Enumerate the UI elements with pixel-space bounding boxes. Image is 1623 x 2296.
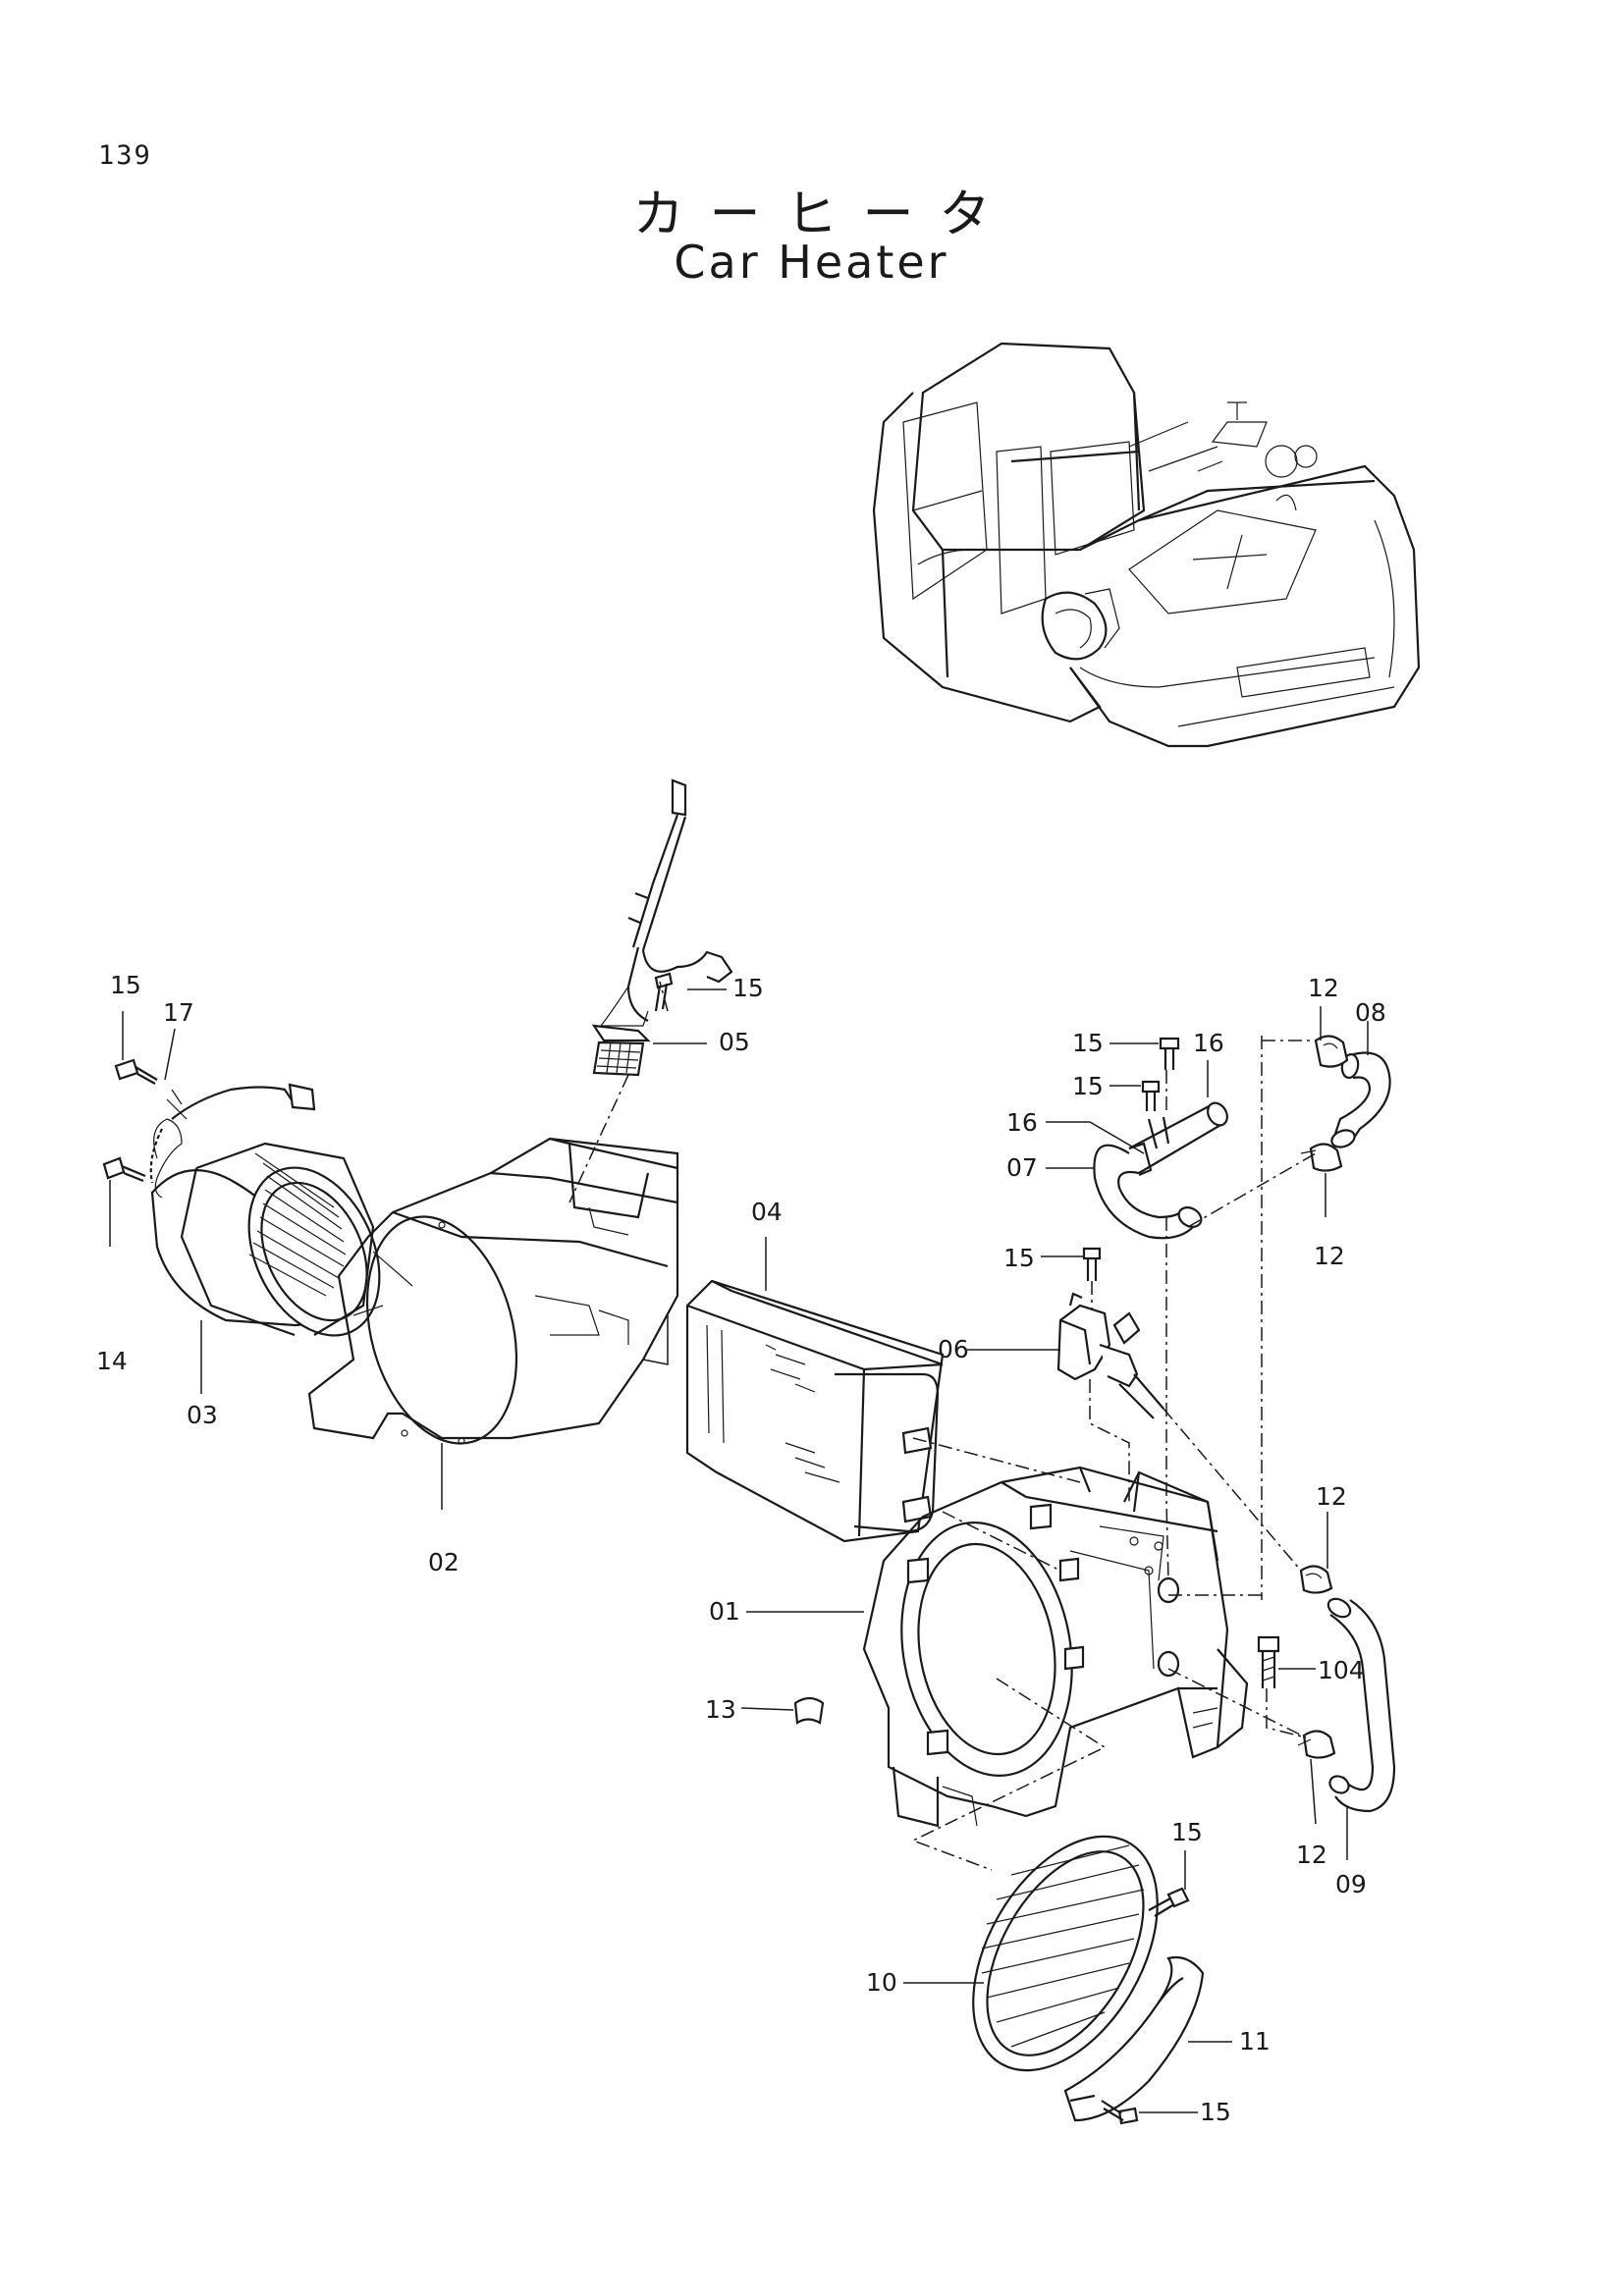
callout-09: 09 (1335, 1870, 1367, 1898)
part-02-fan-housing (307, 1137, 679, 1445)
callout-10: 10 (866, 1968, 897, 1997)
callout-15: 15 (1003, 1244, 1035, 1272)
callout-08: 08 (1355, 998, 1386, 1027)
callout-15: 15 (1072, 1029, 1104, 1057)
callout-15: 15 (110, 971, 141, 999)
part-01-heater-unit-case (862, 1466, 1249, 1828)
title-english: Car Heater (674, 236, 949, 289)
callout-01: 01 (709, 1597, 740, 1626)
callout-04: 04 (751, 1198, 783, 1226)
callout-17: 17 (163, 998, 194, 1027)
callout-16: 16 (1006, 1108, 1038, 1137)
callout-15: 15 (1072, 1072, 1104, 1100)
callout-14: 14 (96, 1347, 128, 1375)
callout-12: 12 (1308, 974, 1339, 1002)
callout-15: 15 (1200, 2098, 1231, 2126)
screws-and-bolts (102, 972, 1280, 2125)
callout-02: 02 (428, 1548, 460, 1576)
callout-06: 06 (938, 1335, 969, 1363)
title-japanese: カーヒータ (632, 186, 1016, 244)
callout-13: 13 (705, 1695, 736, 1724)
assembly-guide-lines (568, 981, 1317, 1871)
part-10-louver-grille (972, 1835, 1159, 2072)
callout-104: 104 (1318, 1656, 1365, 1684)
callout-12: 12 (1316, 1482, 1347, 1511)
callout-12: 12 (1314, 1242, 1345, 1270)
callout-15: 15 (1171, 1818, 1203, 1846)
part-12-hose-clamps (1297, 1035, 1349, 1759)
callout-03: 03 (187, 1401, 218, 1429)
callout-labels: 15 17 14 03 02 15 05 04 15 16 15 16 07 1… (96, 971, 1386, 2126)
callout-05: 05 (719, 1028, 750, 1056)
callout-16: 16 (1193, 1029, 1224, 1057)
part-07-hose (1093, 1101, 1228, 1240)
part-11-cover (1063, 1955, 1205, 2122)
part-06-water-valve (1056, 1292, 1164, 1419)
callout-leader-lines (109, 988, 1369, 2113)
callout-12: 12 (1296, 1841, 1327, 1869)
part-04-heater-core (685, 1279, 945, 1543)
callout-15: 15 (732, 974, 764, 1002)
part-05-sensor-with-cable (591, 778, 733, 1077)
part-09-hose (1326, 1597, 1396, 1813)
part-03-blower-motor (149, 1083, 381, 1337)
machine-overview-illustration (872, 342, 1421, 748)
part-08-hose-elbow (1330, 1051, 1391, 1148)
page-number: 139 (98, 140, 152, 171)
part-13-clip (793, 1696, 825, 1725)
callout-11: 11 (1239, 2027, 1271, 2056)
callout-07: 07 (1006, 1153, 1038, 1182)
